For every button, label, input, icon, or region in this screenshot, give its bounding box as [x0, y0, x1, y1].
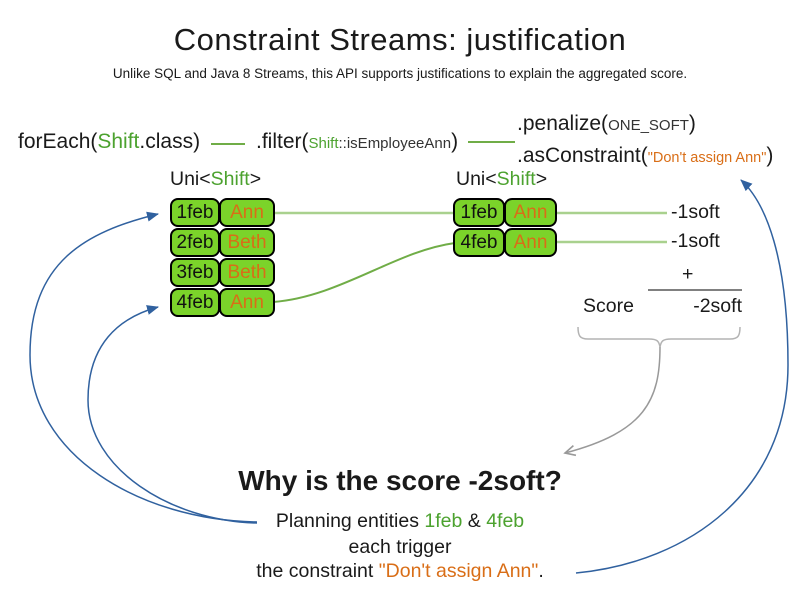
right-uni-pre: Uni< [456, 168, 497, 190]
expl-line1-amp: & [462, 510, 487, 532]
code-filter-post: ) [451, 130, 459, 153]
left-entity-table: 1feb Ann 2feb Beth 3feb Beth 4feb Ann [170, 198, 275, 317]
shift-date-cell: 1feb [170, 198, 220, 227]
code-penalize-arg: ONE_SOFT [608, 117, 689, 134]
expl-line3-post: . [538, 560, 544, 582]
expl-constraint-name: "Don't assign Ann" [378, 560, 539, 582]
left-uni-shift-label: Uni<Shift> [170, 168, 261, 191]
score-total: -2soft [693, 295, 742, 317]
expl-line1-pre: Planning entities [275, 510, 425, 532]
code-filter-class: Shift [308, 135, 339, 152]
shift-date-cell: 4feb [170, 288, 220, 317]
shift-employee-cell: Ann [219, 198, 275, 227]
shift-date-cell: 1feb [453, 198, 505, 227]
code-foreach-pre: forEach( [18, 130, 98, 153]
code-penalize-block: .penalize(ONE_SOFT) .asConstraint("Don't… [517, 109, 773, 173]
expl-line3-pre: the constraint [256, 560, 379, 582]
shift-employee-cell: Ann [219, 288, 275, 317]
page-title: Constraint Streams: justification [173, 22, 627, 57]
row-score-2: -1soft [671, 230, 720, 252]
shift-date-cell: 2feb [170, 228, 220, 257]
expl-entity-1feb: 1feb [424, 510, 463, 532]
shift-date-cell: 3feb [170, 258, 220, 287]
left-uni-pre: Uni< [170, 168, 211, 190]
explanation-line-1: Planning entities 1feb & 4feb [0, 510, 800, 533]
table-row: 4feb Ann [170, 288, 275, 317]
join-curve-4feb [272, 242, 456, 303]
plus-sign: + [682, 263, 694, 285]
score-label: Score [583, 295, 634, 317]
explanation-line-3: the constraint "Don't assign Ann". [0, 560, 800, 583]
left-uni-type: Shift [210, 168, 250, 190]
code-foreach: forEach(Shift.class) [18, 130, 200, 154]
code-asconstraint-line: .asConstraint("Don't assign Ann") [517, 141, 773, 173]
code-asconstraint-post: ) [766, 144, 774, 167]
code-filter-method: ::isEmployeeAnn [338, 135, 452, 152]
table-row: 1feb Ann [453, 198, 557, 227]
code-filter-pre: .filter( [256, 130, 309, 153]
code-filter: .filter(Shift::isEmployeeAnn) [256, 130, 458, 154]
right-uni-type: Shift [496, 168, 536, 190]
table-row: 1feb Ann [170, 198, 275, 227]
code-asconstraint-pre: .asConstraint( [517, 144, 648, 167]
table-row: 4feb Ann [453, 228, 557, 257]
why-heading: Why is the score -2soft? [238, 465, 562, 496]
left-uni-post: > [249, 168, 262, 190]
code-asconstraint-arg: "Don't assign Ann" [647, 150, 767, 166]
explanation-line-2: each trigger [348, 536, 452, 558]
right-uni-shift-label: Uni<Shift> [456, 168, 547, 191]
shift-employee-cell: Ann [504, 198, 557, 227]
code-penalize-line: .penalize(ONE_SOFT) [517, 109, 773, 141]
table-row: 3feb Beth [170, 258, 275, 287]
gray-arrow-to-why-icon [563, 346, 661, 457]
shift-employee-cell: Beth [219, 228, 275, 257]
table-row: 2feb Beth [170, 228, 275, 257]
shift-date-cell: 4feb [453, 228, 505, 257]
shift-employee-cell: Ann [504, 228, 557, 257]
code-penalize-pre: .penalize( [517, 112, 609, 135]
code-penalize-post: ) [688, 112, 696, 135]
score-brace [577, 326, 741, 348]
page-subtitle: Unlike SQL and Java 8 Streams, this API … [112, 66, 688, 81]
shift-employee-cell: Beth [219, 258, 275, 287]
code-foreach-class: Shift [97, 130, 140, 153]
row-score-1: -1soft [671, 201, 720, 223]
right-uni-post: > [535, 168, 548, 190]
expl-entity-4feb: 4feb [486, 510, 525, 532]
code-foreach-post: .class) [139, 130, 201, 153]
right-entity-table: 1feb Ann 4feb Ann [453, 198, 557, 257]
